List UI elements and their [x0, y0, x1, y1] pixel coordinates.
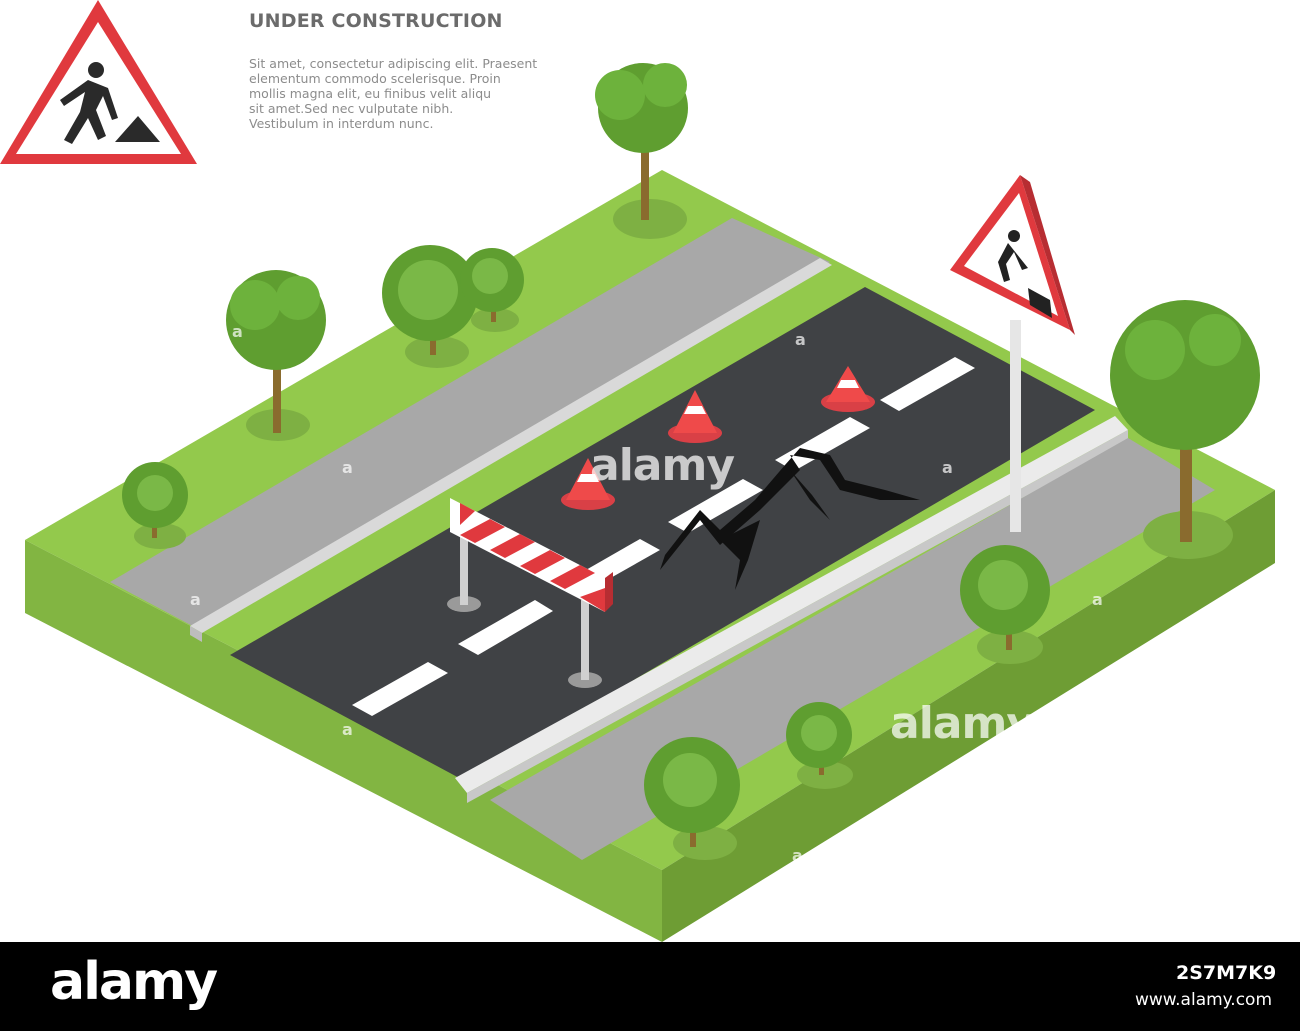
image-id: 2S7M7K9	[1176, 962, 1277, 984]
watermark-letter: a	[190, 590, 201, 609]
trees	[122, 63, 1260, 860]
tree-icon	[226, 270, 326, 441]
tree-icon	[1110, 300, 1260, 559]
watermark-letter: a	[342, 720, 353, 739]
description-line: elementum commodo scelerisque. Proin	[249, 71, 501, 86]
road-barrier	[447, 498, 613, 688]
far-sidewalk	[110, 218, 830, 630]
description-text: Sit amet, consectetur adipiscing elit. P…	[249, 56, 549, 131]
description-line: mollis magna elit, eu finibus velit aliq…	[249, 86, 492, 101]
description-line: Vestibulum in interdum nunc.	[249, 116, 434, 131]
tree-icon	[960, 545, 1050, 664]
tree-icon	[644, 737, 740, 860]
road-works-sign-icon	[0, 0, 197, 164]
isometric-road-scene	[0, 0, 1275, 942]
asphalt-road	[230, 287, 1095, 780]
tree-icon	[786, 702, 853, 789]
watermark-letter: a	[942, 458, 953, 477]
watermark-letter: a	[1092, 590, 1103, 609]
traffic-cone-icon	[668, 390, 722, 443]
watermark-letter: a	[795, 330, 806, 349]
watermark-letter: a	[232, 322, 243, 341]
tree-icon	[460, 248, 524, 332]
road-sign-post	[950, 175, 1075, 532]
footer-bar	[0, 942, 1300, 1031]
tree-icon	[382, 245, 478, 368]
tree-icon	[595, 63, 688, 239]
traffic-cones	[561, 366, 875, 510]
traffic-cone-icon	[821, 366, 875, 412]
page-title: UNDER CONSTRUCTION	[249, 10, 503, 32]
footer-url[interactable]: www.alamy.com	[1135, 990, 1273, 1010]
watermark-text: alamy	[590, 440, 735, 491]
watermark-letter: a	[342, 458, 353, 477]
watermark-letter: a	[792, 846, 803, 865]
tree-icon	[122, 462, 188, 549]
road-cracks	[660, 448, 920, 590]
description-line: Sit amet, consectetur adipiscing elit. P…	[249, 56, 538, 71]
watermark-text: alamy	[890, 698, 1035, 749]
description-line: sit amet.Sed nec vulputate nibh.	[249, 101, 454, 116]
footer-logo: alamy	[50, 952, 218, 1012]
traffic-cone-icon	[561, 458, 615, 510]
